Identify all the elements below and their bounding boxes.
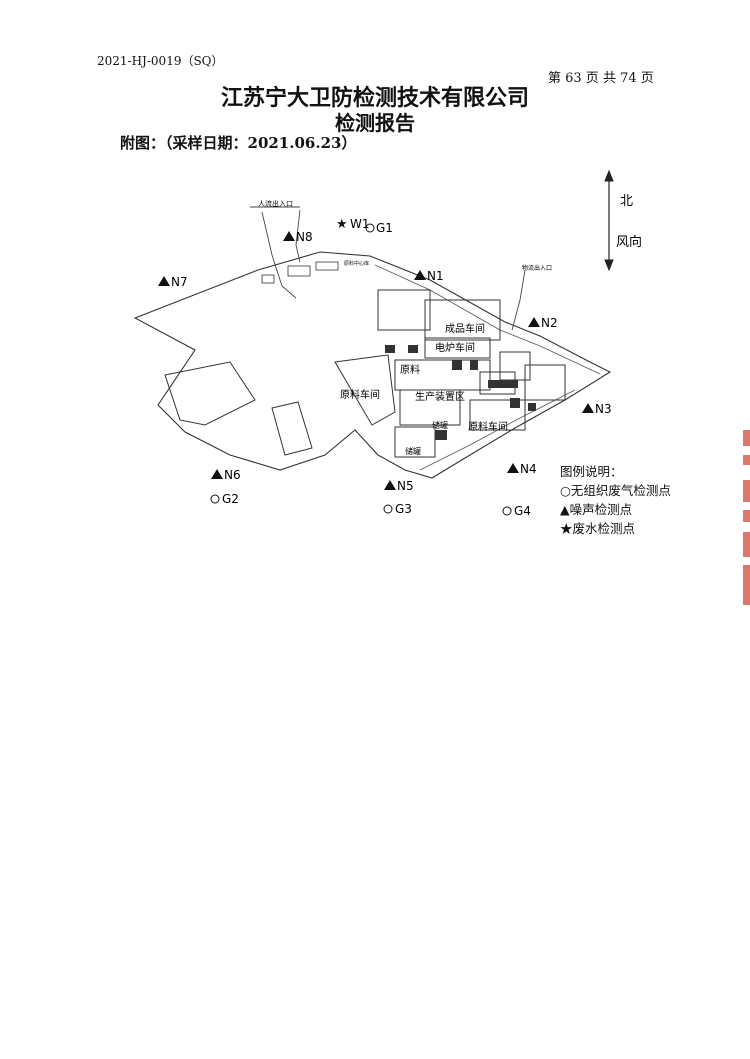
workshop-a <box>271 401 313 456</box>
legend-symbol: ○ <box>560 483 571 498</box>
finished-goods-building <box>424 299 501 341</box>
svg-text:G2: G2 <box>222 492 239 506</box>
furnace-building <box>424 337 491 359</box>
seal-edge-mark <box>743 480 750 502</box>
tank-building-1 <box>394 426 436 458</box>
svg-text:N3: N3 <box>595 402 612 416</box>
svg-text:N6: N6 <box>224 468 241 482</box>
legend-label: 噪声检测点 <box>569 502 633 517</box>
legend-symbol: ▲ <box>560 502 570 517</box>
office-building <box>524 364 566 401</box>
entrance-label: 人流出入口 <box>258 199 293 208</box>
legend-item-gas: ○无组织废气检测点 <box>560 481 671 500</box>
raw-material-2-building <box>469 399 526 431</box>
raw-material-2-label: 原料车间 <box>468 420 508 433</box>
svg-text:★: ★ <box>336 217 348 232</box>
finished-goods-label: 成品车间 <box>445 322 485 335</box>
gas-point-g4: G4 <box>502 504 531 518</box>
seal-edge-mark <box>743 455 750 465</box>
company-name: 江苏宁大卫防检测技术有限公司 <box>220 85 529 111</box>
legend-title: 图例说明： <box>560 464 623 479</box>
noise-point-n1: N1 <box>414 269 444 283</box>
raw-material-label-1: 原料 <box>400 363 420 376</box>
furnace-label: 电炉车间 <box>435 341 475 354</box>
warehouse-block <box>377 289 431 331</box>
gas-point-g2: G2 <box>210 492 239 506</box>
noise-point-n8: N8 <box>283 230 313 244</box>
noise-point-n2: N2 <box>528 316 558 330</box>
compass-north-label: 北 <box>620 194 633 209</box>
seal-edge-mark <box>743 565 750 605</box>
legend-label: 无组织废气检测点 <box>570 483 671 498</box>
entrance-road <box>250 206 301 299</box>
svg-text:N7: N7 <box>171 275 188 289</box>
svg-text:W1: W1 <box>350 217 370 231</box>
raw-material-zone <box>334 354 396 426</box>
seal-edge-mark <box>743 510 750 522</box>
report-title: 检测报告 <box>335 111 415 135</box>
raw-material-label: 原料车间 <box>340 388 380 401</box>
svg-text:G4: G4 <box>514 504 531 518</box>
legend-item-noise: ▲噪声检测点 <box>560 500 671 519</box>
document-number: 2021-HJ-0019（SQ） <box>97 54 224 68</box>
svg-text:G1: G1 <box>376 221 393 235</box>
production-building <box>399 389 461 426</box>
legend-symbol: ★ <box>560 521 573 536</box>
compass-arrow <box>604 169 614 272</box>
logistics-label: 物流出入口 <box>522 264 552 272</box>
svg-text:N8: N8 <box>296 230 313 244</box>
noise-point-n5: N5 <box>384 479 414 493</box>
figure-caption: 附图：（采样日期：2021.06.23） <box>120 134 357 152</box>
tank-label-1: 储罐 <box>432 420 448 430</box>
svg-text:N5: N5 <box>397 479 414 493</box>
legend-item-wastewater: ★废水检测点 <box>560 519 671 538</box>
map-legend: 图例说明： ○无组织废气检测点 ▲噪声检测点 ★废水检测点 <box>560 462 671 538</box>
noise-point-n4: N4 <box>507 462 537 476</box>
gas-point-g1: G1 <box>365 221 393 235</box>
page-number: 第 63 页 共 74 页 <box>548 71 654 86</box>
svg-text:N4: N4 <box>520 462 537 476</box>
production-label: 生产装置区 <box>415 390 465 403</box>
gas-point-g3: G3 <box>383 502 412 516</box>
logistics-road <box>511 269 526 331</box>
legend-label: 废水检测点 <box>572 521 636 536</box>
site-boundary <box>133 251 612 479</box>
seal-edge-mark <box>743 532 750 557</box>
storage-yard <box>164 361 256 426</box>
seal-edge-mark <box>743 430 750 446</box>
svg-text:N2: N2 <box>541 316 558 330</box>
wastewater-point-w1: ★ W1 <box>336 217 370 232</box>
noise-point-n3: N3 <box>582 402 612 416</box>
tank-label-2: 储罐 <box>405 446 421 456</box>
compass-wind-label: 风向 <box>616 234 642 250</box>
noise-point-n7: N7 <box>158 275 188 289</box>
map-small-label: 原料中心库 <box>344 260 369 267</box>
svg-text:N1: N1 <box>427 269 444 283</box>
noise-point-n6: N6 <box>211 468 241 482</box>
svg-text:G3: G3 <box>395 502 412 516</box>
